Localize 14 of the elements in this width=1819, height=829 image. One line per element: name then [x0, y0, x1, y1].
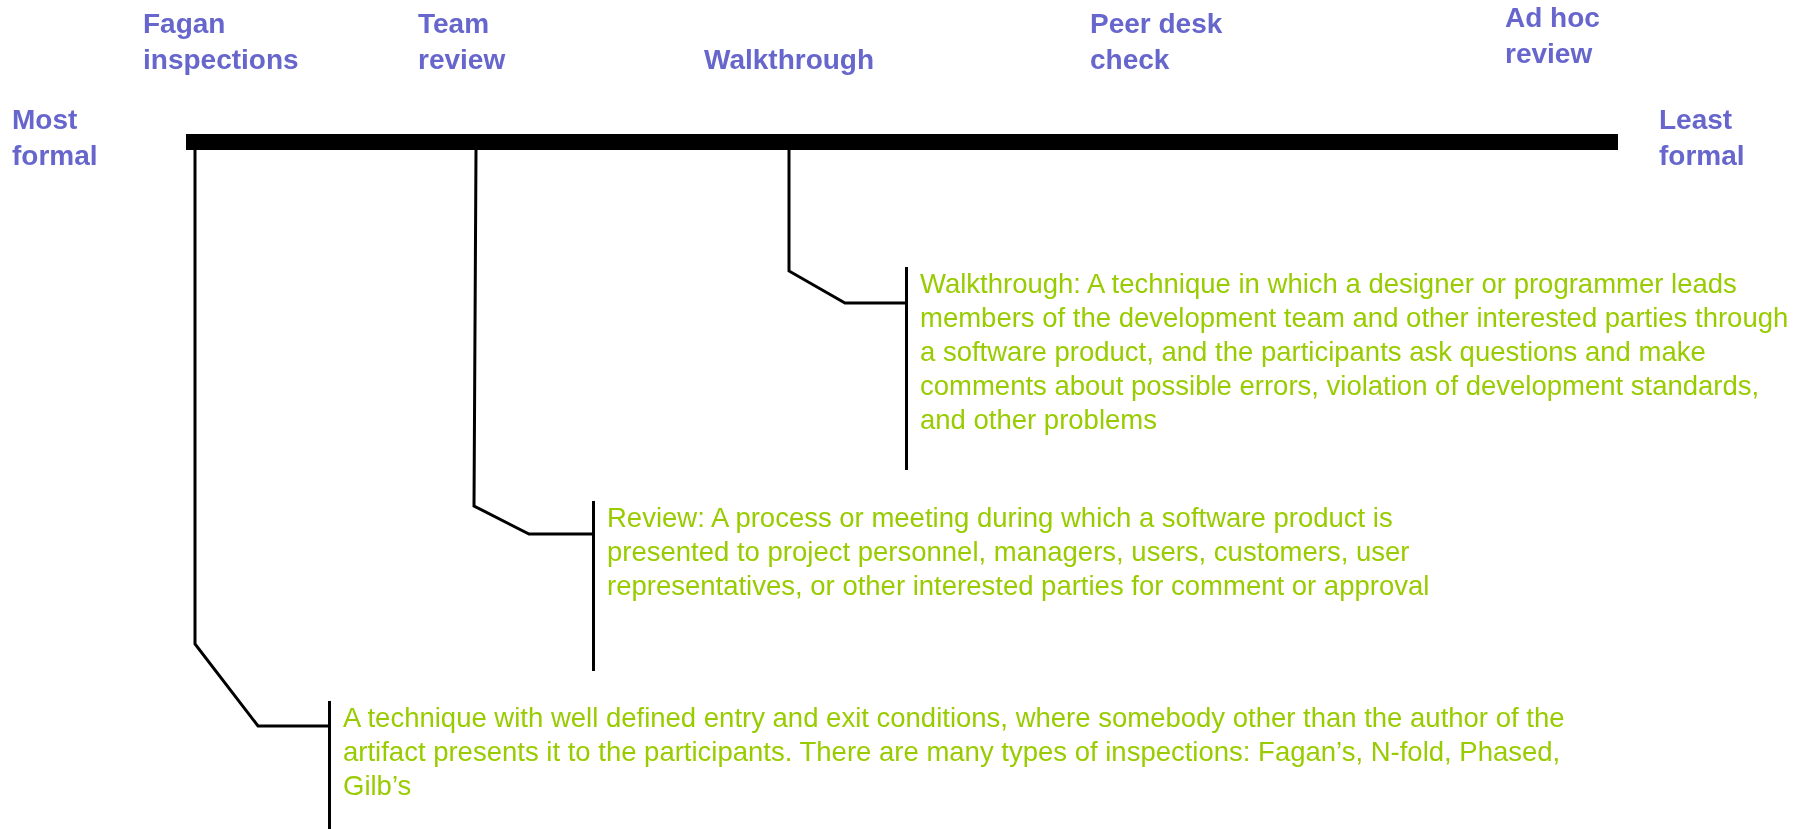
definition-text: A technique with well defined entry and exit conditions, where somebody other than the author of the artifact presents it to the participants. There are many types of inspections: Fagan’s, N-fold, Phased, Gilb’s: [328, 701, 1598, 829]
scale-end-label: Most formal: [12, 103, 99, 173]
definition-text: Walkthrough: A technique in which a designer or programmer leads members of the development team and other interested parties through a software product, and the participants ask questions and make comments about possible errors, violation of development standards, and other problems: [905, 267, 1795, 470]
review-type-label: Walkthrough: [704, 43, 876, 77]
leader-line: [472, 150, 593, 536]
scale-bar: [186, 134, 1618, 150]
definition-text: Review: A process or meeting during which a software product is presented to project personnel, managers, users, customers, user representatives, or other interested parties for comment or approval: [592, 501, 1492, 671]
leader-line: [787, 150, 906, 305]
review-type-label: Team review: [418, 7, 507, 77]
leader-line: [193, 150, 329, 728]
scale-end-label: Least formal: [1659, 103, 1746, 173]
review-type-label: Ad hoc review: [1505, 1, 1601, 71]
review-type-label: Peer desk check: [1090, 7, 1224, 77]
review-type-label: Fagan inspections: [143, 7, 300, 77]
